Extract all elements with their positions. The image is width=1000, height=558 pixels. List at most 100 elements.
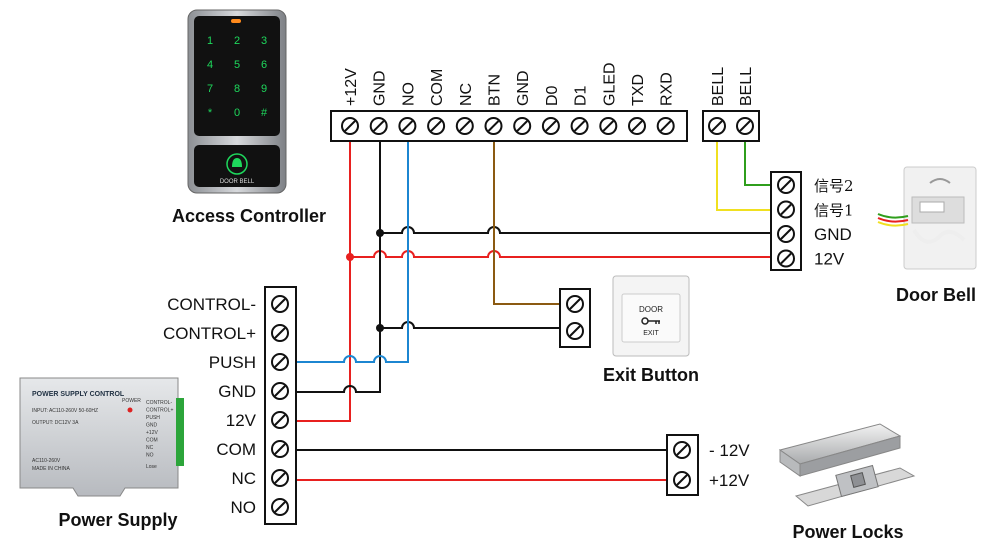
keypad-key: 8 [234,83,240,95]
keypad-key: 0 [234,107,240,119]
psu-panel-input: INPUT: AC110-260V 50-60HZ [32,408,98,414]
doorbell-terminal-screw [777,249,795,268]
psu-terminal-label: NC [231,469,256,488]
power-locks-caption: Power Locks [792,522,903,542]
controller-terminal-label: RXD [659,72,676,106]
psu-terminal-screw [271,324,289,342]
keypad-key: 9 [261,83,267,95]
psu-terminal-screw [271,469,289,487]
psu-terminal-label: GND [218,382,256,401]
keypad-key: # [261,107,268,119]
exit-terminal-block [559,288,591,348]
power-supply-caption: Power Supply [58,510,177,530]
doorbell-terminal-screw [777,225,795,243]
controller-terminal-screw [570,117,589,135]
psu-panel-voltage: AC110-260V [32,458,61,464]
wire-brown-btn-exit [493,140,560,305]
bell-terminal-screw [736,117,754,135]
controller-terminal-label: D0 [544,85,561,106]
controller-terminal-label: GLED [601,62,618,106]
lock-terminal-block: - 12V +12V [666,434,750,496]
doorbell-terminal-screw [777,200,795,219]
controller-terminal-screw [541,117,560,135]
lock-terminal-label: +12V [709,471,750,490]
psu-terminal-label: PUSH [209,353,256,372]
keypad-key: 2 [234,35,240,47]
psu-terminal-screw [271,440,289,458]
keypad-key: 4 [207,59,213,71]
bell-terminal-label: BELL [738,67,755,106]
controller-terminal-screw [427,117,446,135]
power-supply-device: POWER SUPPLY CONTROL INPUT: AC110-260V 5… [19,377,184,497]
exit-terminal-screw [566,295,584,313]
keypad-key: 3 [261,35,267,47]
bell-terminal-screw [708,117,726,135]
door-bell-device [877,166,977,270]
psu-panel-terminal-label: +12V [146,430,158,436]
lock-terminal-screw [673,471,691,489]
wire-black-gnd-controller [296,140,381,393]
wire-blue-no-push [296,140,409,363]
access-controller-caption: Access Controller [172,206,326,226]
controller-terminal-screw [398,117,417,135]
controller-terminal-label: TXD [630,74,647,106]
controller-terminal-screw [628,117,646,135]
keypad-key: 7 [207,83,213,95]
wire-green-bell-signal2 [744,140,771,186]
lock-terminal-screw [673,441,691,459]
controller-terminal-label: +12V [343,68,360,106]
psu-terminal-label: NO [231,498,257,517]
wires [296,140,771,481]
exit-button-caption: Exit Button [603,365,699,385]
psu-panel-logo: Lose [146,464,157,470]
controller-terminal-screw [656,117,675,135]
psu-panel-terminal-label: GND [146,423,158,429]
psu-terminal-label: CONTROL+ [163,324,256,343]
psu-panel-terminal-label: PUSH [146,415,160,421]
controller-terminal-label: GND [372,70,389,106]
junction-dot-black-1 [376,229,384,237]
controller-terminal-screw [369,117,388,135]
exit-button-device: DOOR EXIT [612,275,690,357]
doorbell-terminal-label: 信号2 [814,177,854,195]
keypad-key: 5 [234,59,240,71]
controller-terminal-label: BTN [487,74,504,106]
psu-panel-terminal-label: NO [146,453,154,459]
keypad-key: 6 [261,59,267,71]
psu-terminal-screw [271,498,289,516]
controller-terminal-label: NC [458,83,475,106]
controller-terminal-label: D1 [573,85,590,106]
psu-panel-output: OUTPUT: DC12V 3A [32,420,79,426]
controller-terminal-screw [455,117,474,135]
wire-red-12v-bus [350,250,771,258]
exit-button-label-top: DOOR [639,305,663,314]
psu-panel-terminal-label: CONTROL- [146,400,172,406]
power-locks-device [778,423,916,507]
psu-panel-power: POWER [122,398,141,404]
psu-panel-terminal-label: COM [146,438,158,444]
doorbell-terminal-label: 信号1 [814,202,854,220]
controller-terminal-label: COM [429,69,446,106]
psu-terminal-label: CONTROL- [167,295,256,314]
doorbell-terminal-screw [777,176,795,194]
controller-terminal-label: GND [515,70,532,106]
psu-panel-made: MADE IN CHINA [32,466,70,472]
door-bell-button-text: DOOR BELL [220,179,255,185]
psu-terminal-screw [271,353,289,371]
controller-terminal-screw [599,117,618,135]
psu-panel-terminal-label: NC [146,445,154,451]
doorbell-terminal-label: GND [814,225,852,244]
door-bell-caption: Door Bell [896,285,976,305]
doorbell-terminal-label: 12V [814,250,845,269]
lock-terminal-label: - 12V [709,441,750,460]
psu-panel-terminal-label: CONTROL+ [146,408,173,414]
junction-dot-black-2 [376,324,384,332]
psu-terminal-label: COM [216,440,256,459]
bell-terminal-label: BELL [710,67,727,106]
wire-black-gnd-bus [380,226,771,234]
psu-terminal-block: CONTROL- CONTROL+ PUSH GND 12V COM NC NO [163,286,297,525]
psu-terminal-label: 12V [226,411,257,430]
